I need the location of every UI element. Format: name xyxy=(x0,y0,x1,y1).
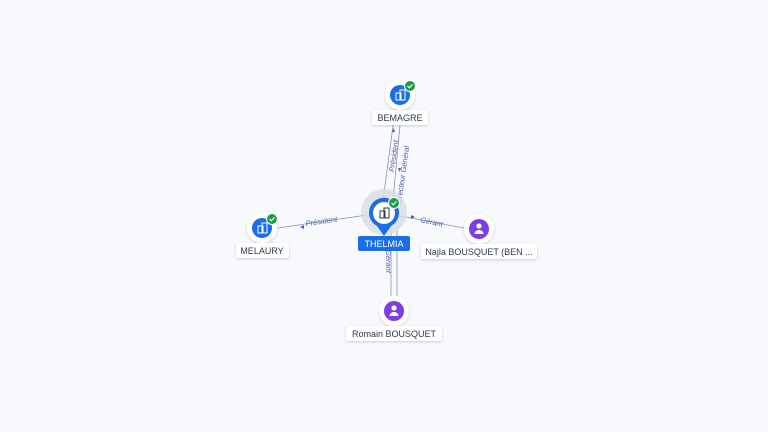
node-label-melaury: MELAURY xyxy=(240,246,283,256)
check-badge-icon xyxy=(266,213,278,225)
edge-label-president-bemagre: Président xyxy=(387,139,400,173)
node-thelmia[interactable]: THELMIA xyxy=(358,189,410,251)
node-label-najla: Najla BOUSQUET (BEN ... xyxy=(425,247,532,257)
check-badge-icon xyxy=(388,197,400,209)
person-icon xyxy=(474,223,484,234)
edge-najla-center[interactable]: Gérant xyxy=(399,215,465,229)
building-icon xyxy=(379,207,390,219)
node-melaury[interactable]: MELAURY xyxy=(236,213,289,258)
edge-label-president-melaury: Président xyxy=(305,215,339,228)
check-badge-icon xyxy=(404,80,416,92)
node-label-thelmia: THELMIA xyxy=(364,239,403,249)
edge-label-gerant-romain: Gérant xyxy=(384,250,393,274)
person-icon xyxy=(389,305,399,316)
node-label-romain: Romain BOUSQUET xyxy=(352,329,437,339)
building-icon xyxy=(257,222,268,234)
node-romain[interactable]: Romain BOUSQUET xyxy=(346,296,442,341)
node-bemagre[interactable]: BEMAGRE xyxy=(372,80,428,125)
edge-label-gerant-najla: Gérant xyxy=(420,215,445,229)
node-najla[interactable]: Najla BOUSQUET (BEN ... xyxy=(421,214,537,259)
edge-center-melaury[interactable]: Président xyxy=(277,215,368,229)
node-label-bemagre: BEMAGRE xyxy=(377,113,422,123)
building-icon xyxy=(395,89,406,101)
